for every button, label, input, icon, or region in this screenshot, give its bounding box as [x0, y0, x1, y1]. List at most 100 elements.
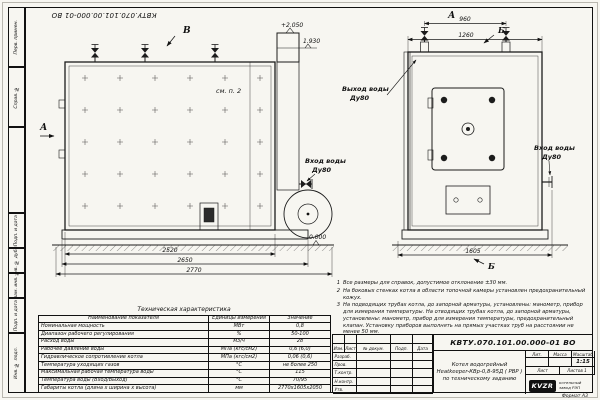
- stamp-sprav: Справ. №: [8, 67, 25, 127]
- logo-sub-line: завод РЭП: [559, 384, 581, 390]
- dim-1260: 1260: [458, 32, 473, 39]
- tb-sign-nkontr: Н.контр.: [333, 377, 357, 386]
- tb-sign-tkontr: Т.контр.: [333, 369, 357, 378]
- view-label-b: В: [182, 26, 191, 36]
- spec-row: Диапазон рабочего регулирования%50-100: [38, 330, 331, 339]
- spec-value: 28: [269, 337, 331, 347]
- spec-unit: м3/ч: [208, 337, 270, 347]
- spec-row: Габариты котла (длина х ширина х высота)…: [38, 384, 331, 393]
- stamp-vzam-inv: Взам. инв. №: [8, 270, 25, 301]
- tb-cell: [391, 385, 413, 394]
- section-label-a: А: [39, 123, 47, 133]
- title-block-main: КВТУ.070.101.00.000-01 ВО Котел водогрей…: [433, 335, 595, 394]
- tb-cell: [357, 377, 391, 386]
- stamp-inv-podl: Инв. № подл.: [8, 333, 25, 393]
- spec-table-title: Техническая характеристика: [137, 306, 231, 313]
- mass-label: Масса: [549, 351, 572, 358]
- spec-header: Единицы измерения: [208, 314, 270, 324]
- note-text: На подводящих трубах котла, до запорной …: [343, 302, 583, 336]
- spec-unit: %: [208, 330, 270, 339]
- company-logo: KVZR котельный завод РЭП: [526, 375, 592, 394]
- tb-cell: [413, 385, 433, 394]
- spec-value: 2770х1605х2050: [269, 384, 331, 393]
- furnace-door: [427, 87, 505, 171]
- panel-fastener-marks: [70, 66, 270, 224]
- arrow-label-b-bottom: Б: [487, 261, 495, 271]
- spec-name: Расход воды: [38, 337, 209, 347]
- tb-cell: [357, 369, 391, 378]
- title-block: Изм. Лист № докум. Подп. Дата Разраб. Пр…: [332, 334, 595, 394]
- mass-value: [549, 358, 572, 367]
- spec-name: Диапазон рабочего регулирования: [38, 330, 209, 339]
- tb-cell: [345, 335, 357, 344]
- stamp-podp-data-1: Подп. и дата: [8, 213, 25, 248]
- tb-cell: [333, 335, 345, 344]
- scale-label: Масштаб: [572, 351, 595, 358]
- tb-cell: [413, 369, 433, 378]
- scale-value: 1:15: [572, 358, 595, 367]
- spec-name: Габариты котла (длина х ширина х высота): [38, 384, 209, 393]
- tb-col-data: Дата: [413, 344, 433, 353]
- product-line: Котел водогрейный: [451, 361, 508, 368]
- outlet-water-dn: Ду80: [349, 94, 370, 102]
- spec-name: Максимальная рабочая температура воды: [38, 368, 209, 378]
- spec-value: 0,8: [269, 322, 331, 331]
- sheet-label: Лист: [526, 367, 560, 375]
- chimney-duct: [276, 32, 300, 191]
- dim-1605: 1605: [465, 248, 480, 255]
- spec-value: 115: [269, 368, 331, 378]
- spec-name: Номинальная мощность: [38, 322, 209, 331]
- stamp-empty: [8, 127, 25, 213]
- inlet-water-label-front: Вход воды: [534, 144, 575, 152]
- spec-value: не более 250: [269, 361, 331, 370]
- tb-cell: [357, 353, 391, 362]
- tb-cell: [413, 353, 433, 362]
- view-side-elevation: [40, 27, 334, 277]
- spec-name: Рабочее давление воды: [38, 345, 209, 355]
- doc-number: КВТУ.070.101.00.000-01 ВО: [434, 335, 592, 351]
- product-line: Heatkeeper-КВр-0,8-95Д ( РВР ): [436, 368, 523, 375]
- inlet-water-dn-front: Ду80: [541, 153, 562, 161]
- dim-2770: 2770: [186, 267, 201, 274]
- note-number: 3: [336, 302, 340, 309]
- water-inlet-pipe: [299, 179, 313, 189]
- spec-unit: МПа (кгс/см2): [208, 353, 270, 362]
- spec-unit: °С: [208, 376, 270, 386]
- tb-cell: [391, 353, 413, 362]
- elevation-mid: 1.930: [303, 38, 320, 45]
- tb-cell: [391, 361, 413, 370]
- note-text: Все размеры для справок, допустимое откл…: [343, 280, 508, 286]
- spec-header-row: Наименование показателя Единицы измерени…: [38, 314, 331, 324]
- water-inlet-flange-front: [542, 176, 553, 188]
- elevation-top: +2.050: [281, 22, 303, 29]
- logo-sub-line: котельный: [559, 379, 582, 385]
- spec-unit: МПа (кгс/см2): [208, 345, 270, 355]
- spec-unit: мм: [208, 384, 270, 393]
- spec-name: Температура уходящих газов: [38, 361, 209, 370]
- dim-2520: 2520: [162, 247, 177, 254]
- tb-cell: [391, 377, 413, 386]
- dimensions-side: [55, 232, 333, 277]
- note-reference: см. п. 2: [216, 87, 241, 95]
- roof-valves: [91, 44, 219, 62]
- note-number: 2: [336, 287, 340, 294]
- tb-cell: [357, 335, 391, 344]
- tb-col-list: Лист: [345, 344, 357, 353]
- arrow-label-b-top: Б: [497, 25, 505, 35]
- note-text: На боковых стенках котла в области топоч…: [343, 287, 586, 301]
- tb-sign-utv: Утв.: [333, 385, 357, 394]
- dimensions-front: [397, 21, 553, 258]
- spec-unit: °С: [208, 368, 270, 378]
- inlet-water-label-side: Вход воды: [305, 157, 346, 165]
